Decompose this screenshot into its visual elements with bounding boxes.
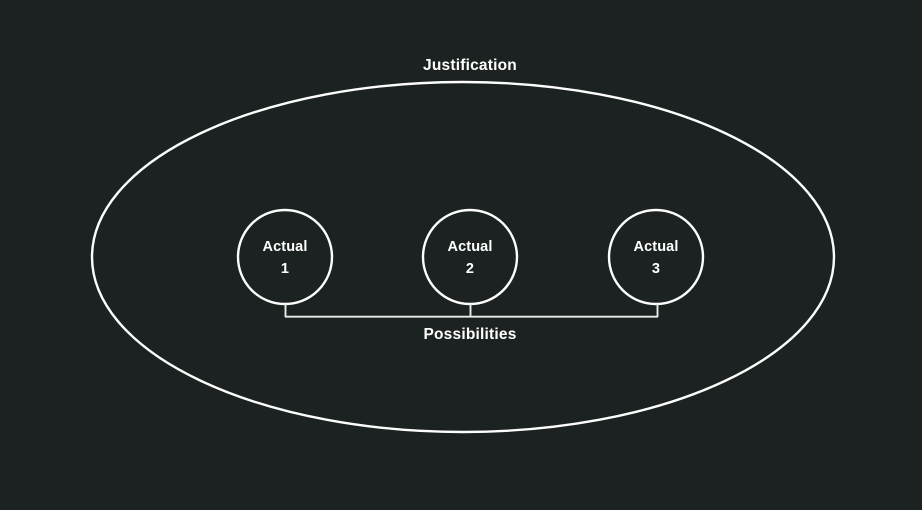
actual-3-label-line2: 3 (652, 261, 660, 277)
actual-2-circle[interactable] (421, 208, 519, 306)
possibilities-label: Possibilities (423, 326, 516, 343)
actual-3-circle[interactable] (607, 208, 705, 306)
actual-3-label-line1: Actual (634, 239, 679, 255)
actual-1-circle[interactable] (236, 208, 334, 306)
actual-1-label-line1: Actual (263, 239, 308, 255)
justification-ellipse (90, 80, 836, 434)
actual-1-label-line2: 1 (281, 261, 289, 277)
justification-label: Justification (423, 57, 517, 74)
actual-2-label-line1: Actual (448, 239, 493, 255)
actual-2-label-line2: 2 (466, 261, 474, 277)
